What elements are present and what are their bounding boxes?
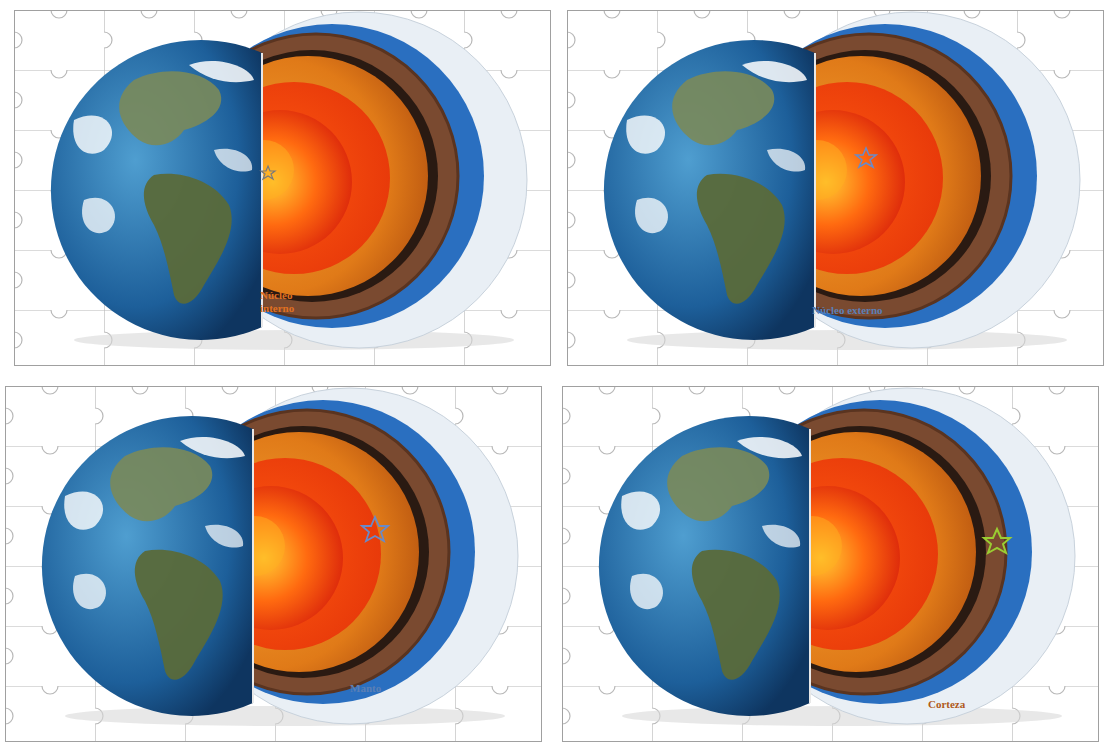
layer-label: Manto [350, 682, 410, 695]
layer-label: Núcleo interno [260, 289, 316, 314]
layer-label: Corteza [928, 698, 998, 711]
layer-label: Núcleo externo [812, 304, 922, 317]
